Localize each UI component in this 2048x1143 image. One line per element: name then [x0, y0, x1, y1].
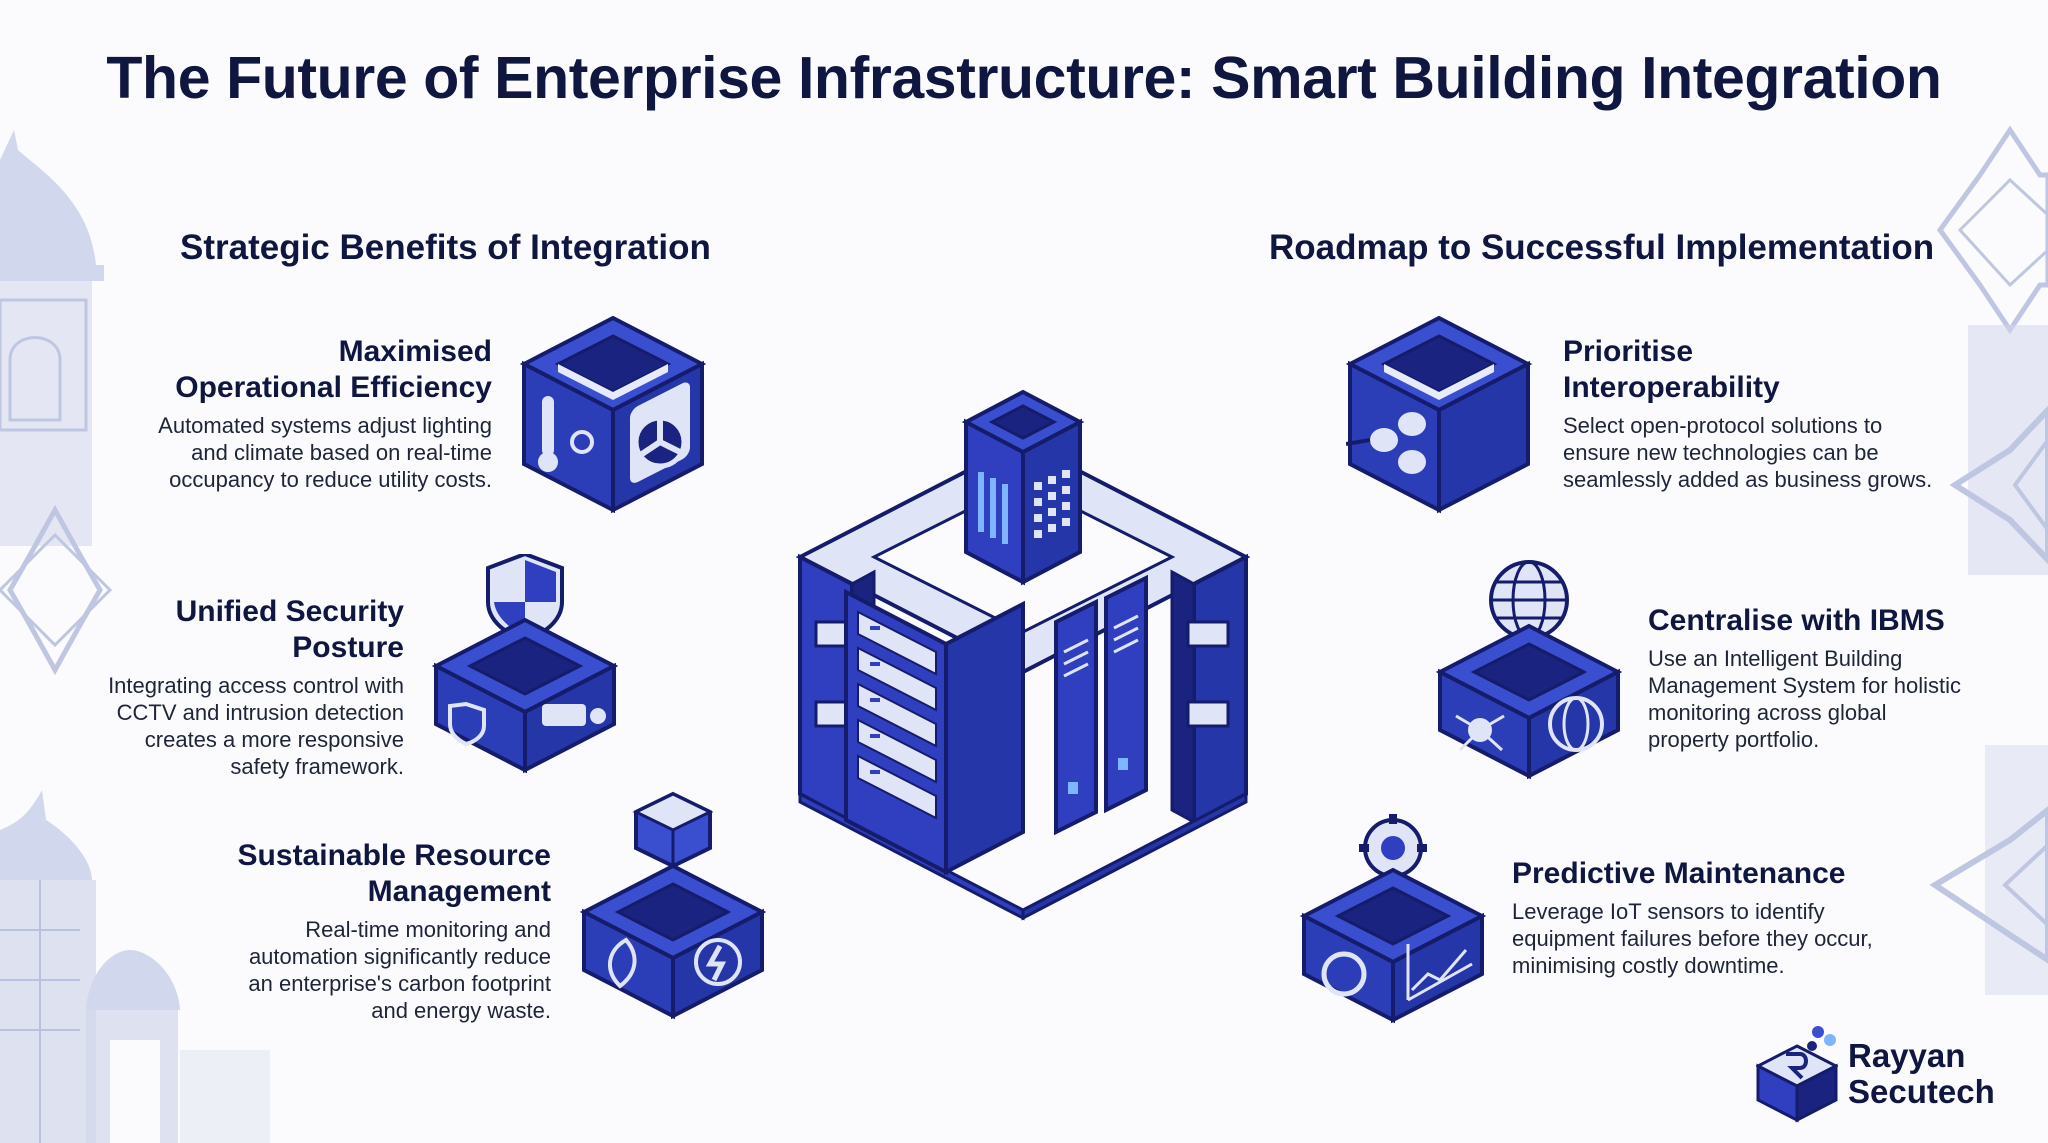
- roadmap-description-line: Leverage IoT sensors to identify: [1512, 899, 1825, 924]
- thermostat-fan-icon: [520, 315, 706, 514]
- benefit-description: Integrating access control with CCTV and…: [108, 672, 404, 780]
- benefit-title-line: Management: [367, 875, 551, 908]
- benefit-description-line: occupancy to reduce utility costs.: [169, 467, 492, 492]
- gear-chart-icon: [1300, 814, 1486, 1024]
- benefit-item-efficiency: Maximised Operational Efficiency Automat…: [158, 334, 492, 493]
- roadmap-title-line: Prioritise: [1563, 335, 1694, 368]
- roadmap-description: Use an Intelligent Building Management S…: [1648, 645, 1961, 753]
- roadmap-title: Prioritise Interoperability: [1563, 334, 1932, 406]
- smart-building-server-cube-icon: [796, 389, 1250, 921]
- brand-name: Rayyan Secutech: [1848, 1038, 1995, 1110]
- roadmap-item-predictive: Predictive Maintenance Leverage IoT sens…: [1512, 856, 1873, 979]
- leaf-energy-icon: [580, 791, 766, 1020]
- brand-name-line: Rayyan: [1848, 1037, 1966, 1074]
- brand-name-line: Secutech: [1848, 1073, 1995, 1110]
- left-section-heading: Strategic Benefits of Integration: [180, 228, 711, 267]
- roadmap-title-line: Predictive Maintenance: [1512, 857, 1846, 890]
- benefit-title: Maximised Operational Efficiency: [158, 334, 492, 406]
- benefit-title: Unified Security Posture: [108, 594, 404, 666]
- benefit-description-line: Integrating access control with: [108, 673, 404, 698]
- rayyan-secutech-logo-icon: [1756, 1026, 1838, 1123]
- benefit-description-line: and energy waste.: [371, 998, 551, 1023]
- roadmap-description-line: ensure new technologies can be: [1563, 440, 1879, 465]
- benefit-title-line: Unified Security: [175, 595, 404, 628]
- brand-logo: Rayyan Secutech: [1756, 1024, 1995, 1124]
- right-section-heading: Roadmap to Successful Implementation: [1269, 228, 1935, 267]
- plug-connector-icon: [1346, 315, 1532, 514]
- benefit-title: Sustainable Resource Management: [238, 838, 551, 910]
- benefit-description-line: and climate based on real-time: [191, 440, 492, 465]
- benefit-description: Automated systems adjust lighting and cl…: [158, 412, 492, 493]
- roadmap-description: Select open-protocol solutions to ensure…: [1563, 412, 1932, 493]
- benefit-description-line: an enterprise's carbon footprint: [248, 971, 551, 996]
- benefit-description-line: Automated systems adjust lighting: [158, 413, 492, 438]
- roadmap-description-line: Management System for holistic: [1648, 673, 1962, 698]
- benefit-item-security: Unified Security Posture Integrating acc…: [108, 594, 404, 780]
- roadmap-description-line: Select open-protocol solutions to: [1563, 413, 1883, 438]
- roadmap-title-line: Centralise with IBMS: [1648, 604, 1945, 637]
- roadmap-description-line: property portfolio.: [1648, 727, 1820, 752]
- roadmap-description-line: Use an Intelligent Building: [1648, 646, 1903, 671]
- benefit-item-sustainability: Sustainable Resource Management Real-tim…: [238, 838, 551, 1024]
- roadmap-title-line: Interoperability: [1563, 371, 1780, 404]
- roadmap-description-line: monitoring across global: [1648, 700, 1887, 725]
- roadmap-description-line: minimising costly downtime.: [1512, 953, 1785, 978]
- globe-network-icon: [1436, 560, 1622, 780]
- benefit-title-line: Sustainable Resource: [237, 839, 551, 872]
- roadmap-item-interoperability: Prioritise Interoperability Select open-…: [1563, 334, 1932, 493]
- benefit-title-line: Posture: [292, 631, 404, 664]
- benefit-title-line: Operational Efficiency: [175, 371, 492, 404]
- benefit-description-line: automation significantly reduce: [248, 944, 551, 969]
- benefit-description-line: Real-time monitoring and: [305, 917, 551, 942]
- page-title: The Future of Enterprise Infrastructure:…: [106, 45, 1942, 111]
- roadmap-item-ibms: Centralise with IBMS Use an Intelligent …: [1648, 603, 1961, 753]
- roadmap-description: Leverage IoT sensors to identify equipme…: [1512, 898, 1873, 979]
- roadmap-description-line: seamlessly added as business grows.: [1563, 467, 1933, 492]
- roadmap-description-line: equipment failures before they occur,: [1512, 926, 1873, 951]
- roadmap-title: Centralise with IBMS: [1648, 603, 1961, 639]
- roadmap-title: Predictive Maintenance: [1512, 856, 1873, 892]
- benefit-description: Real-time monitoring and automation sign…: [238, 916, 551, 1024]
- benefit-title-line: Maximised: [338, 335, 492, 368]
- benefit-description-line: creates a more responsive: [144, 727, 404, 752]
- shield-camera-icon: [432, 554, 618, 774]
- benefit-description-line: CCTV and intrusion detection: [116, 700, 404, 725]
- benefit-description-line: safety framework.: [230, 754, 404, 779]
